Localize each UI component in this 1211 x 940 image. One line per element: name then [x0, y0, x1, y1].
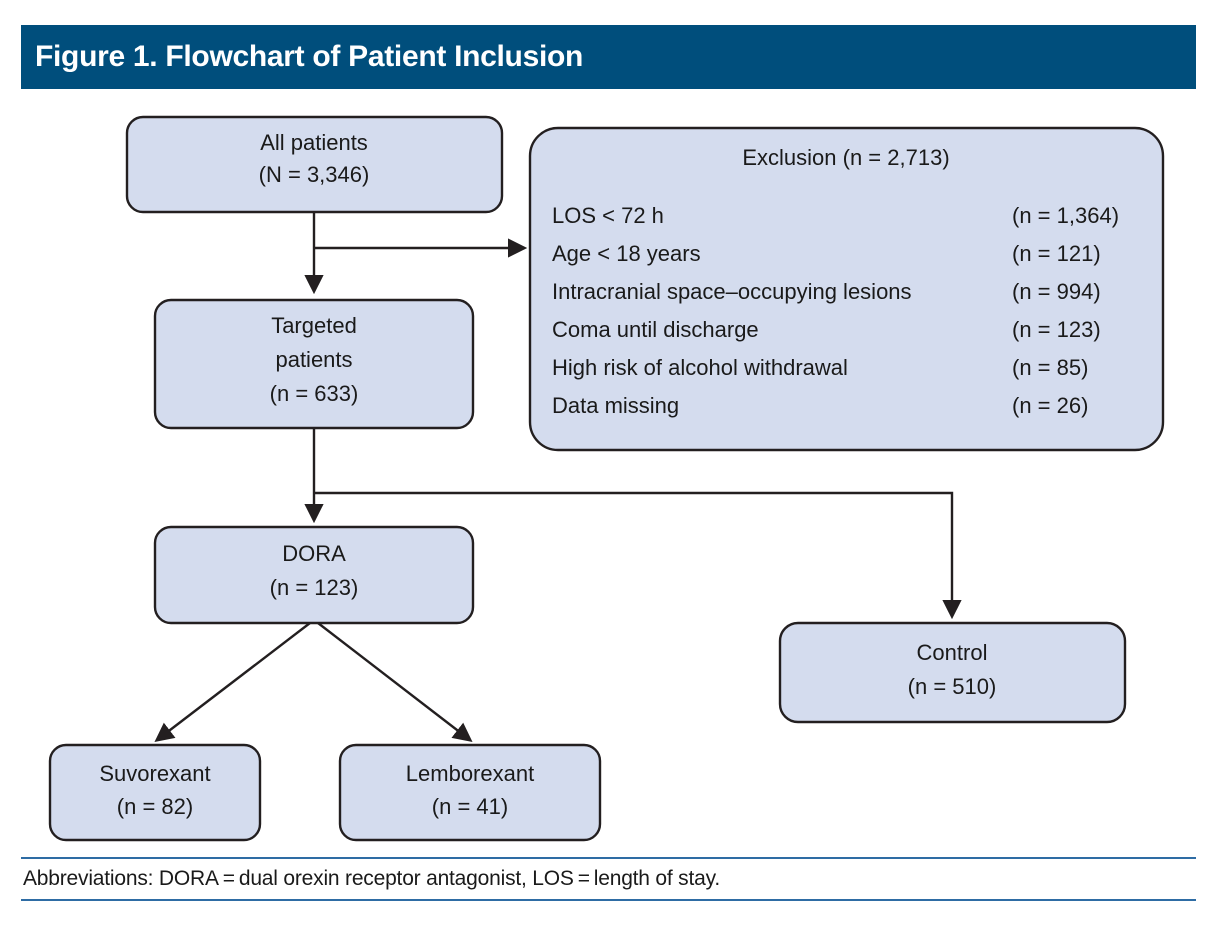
exclusion-row-label: Intracranial space–occupying lesions: [552, 279, 912, 304]
node-dora-line1: DORA: [282, 541, 346, 566]
footer-rule-bottom: [21, 899, 1196, 901]
exclusion-row-label: Data missing: [552, 393, 679, 418]
exclusion-row-count: (n = 26): [1012, 393, 1088, 418]
exclusion-row-count: (n = 123): [1012, 317, 1101, 342]
node-lemborexant-line2: (n = 41): [432, 794, 508, 819]
flowchart-canvas: All patients (N = 3,346) Exclusion (n = …: [0, 95, 1211, 855]
abbreviations-note: Abbreviations: DORA = dual orexin recept…: [23, 867, 720, 890]
node-dora[interactable]: DORA (n = 123): [153, 525, 475, 625]
node-targeted-line1: Targeted: [271, 313, 357, 338]
node-dora-line2: (n = 123): [270, 575, 359, 600]
exclusion-row-count: (n = 1,364): [1012, 203, 1119, 228]
exclusion-title: Exclusion (n = 2,713): [742, 145, 949, 170]
node-exclusion[interactable]: Exclusion (n = 2,713) LOS < 72 h (n = 1,…: [528, 126, 1165, 452]
node-control-line1: Control: [917, 640, 988, 665]
node-targeted-patients[interactable]: Targeted patients (n = 633): [153, 298, 475, 430]
exclusion-row-count: (n = 121): [1012, 241, 1101, 266]
edge-dora-to-lemborexant: [317, 622, 473, 742]
exclusion-row-count: (n = 994): [1012, 279, 1101, 304]
node-all-patients-line2: (N = 3,346): [259, 162, 370, 187]
node-suvorexant-line1: Suvorexant: [99, 761, 210, 786]
exclusion-row-label: LOS < 72 h: [552, 203, 664, 228]
exclusion-row-label: Age < 18 years: [552, 241, 701, 266]
edge-targeted-to-control: [314, 491, 962, 620]
edge-dora-to-suvorexant: [154, 622, 311, 742]
figure-header-bar: Figure 1. Flowchart of Patient Inclusion: [21, 25, 1196, 89]
connector-group: [154, 212, 962, 742]
node-targeted-line2: patients: [275, 347, 352, 372]
node-lemborexant-line1: Lemborexant: [406, 761, 534, 786]
node-lemborexant[interactable]: Lemborexant (n = 41): [338, 743, 602, 842]
node-control[interactable]: Control (n = 510): [778, 621, 1127, 724]
footer-rule-top: [21, 857, 1196, 859]
page-title: Figure 1. Flowchart of Patient Inclusion: [35, 40, 584, 73]
node-all-patients[interactable]: All patients (N = 3,346): [125, 115, 504, 214]
figure-footer: Abbreviations: DORA = dual orexin recept…: [21, 857, 1196, 919]
exclusion-row-count: (n = 85): [1012, 355, 1088, 380]
node-all-patients-line1: All patients: [260, 130, 368, 155]
node-suvorexant[interactable]: Suvorexant (n = 82): [48, 743, 262, 842]
exclusion-row-label: Coma until discharge: [552, 317, 759, 342]
node-targeted-line3: (n = 633): [270, 381, 359, 406]
exclusion-row-label: High risk of alcohol withdrawal: [552, 355, 848, 380]
node-control-line2: (n = 510): [908, 674, 997, 699]
node-suvorexant-line2: (n = 82): [117, 794, 193, 819]
